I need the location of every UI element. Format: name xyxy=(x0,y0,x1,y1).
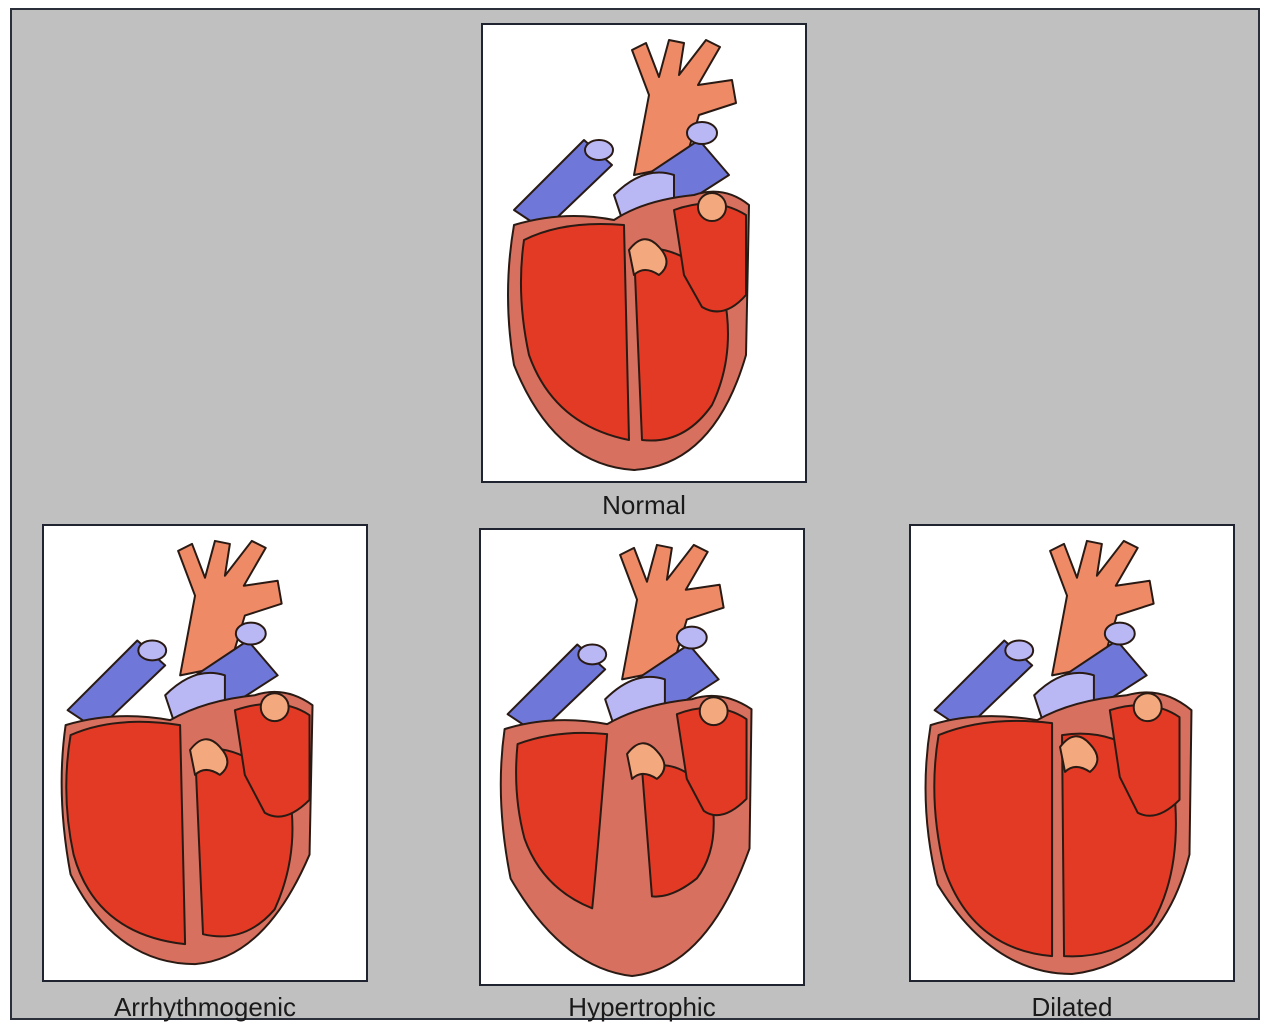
label-normal: Normal xyxy=(481,490,807,520)
normal-heart-illustration xyxy=(483,25,805,481)
dilated-heart-panel xyxy=(909,524,1235,982)
hypertrophic-heart-panel xyxy=(479,528,805,986)
label-hypertrophic: Hypertrophic xyxy=(479,992,805,1022)
dilated-heart-illustration xyxy=(911,526,1233,980)
arrhythmogenic-heart-panel xyxy=(42,524,368,982)
label-arrhythmogenic: Arrhythmogenic xyxy=(42,992,368,1022)
label-dilated: Dilated xyxy=(909,992,1235,1022)
arrhythmogenic-heart-illustration xyxy=(44,526,366,980)
normal-heart-panel xyxy=(481,23,807,483)
figure-frame: Normal Arrhythmogenic xyxy=(10,8,1260,1020)
hypertrophic-heart-illustration xyxy=(481,530,803,984)
